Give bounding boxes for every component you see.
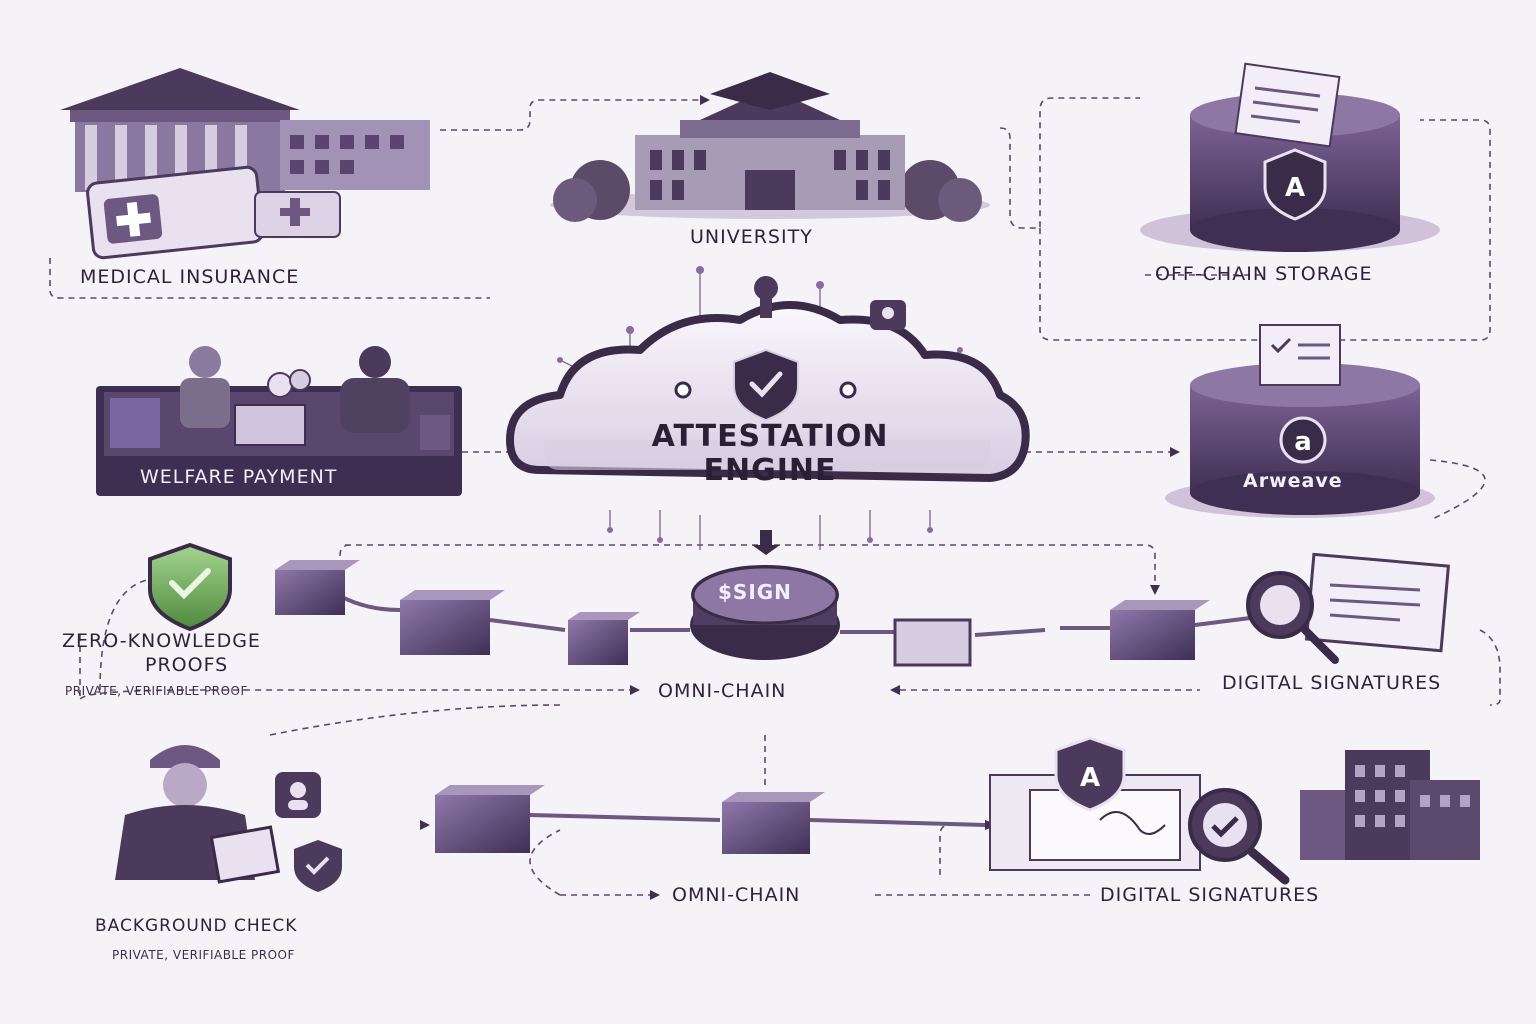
background-check-label: BACKGROUND CHECK — [95, 916, 298, 936]
welfare-payment-panel — [96, 346, 462, 496]
medical-insurance-illustration — [60, 68, 430, 260]
zk-proofs-title-line1: ZERO-KNOWLEDGE — [62, 630, 261, 652]
omni-chain-row-2 — [435, 785, 986, 854]
attestation-engine-title: ATTESTATION ENGINE — [560, 420, 980, 488]
digital-signatures-label-1: DIGITAL SIGNATURES — [1222, 672, 1442, 694]
digital-signatures-label-2: DIGITAL SIGNATURES — [1100, 884, 1320, 906]
location-pin-icon — [870, 300, 906, 330]
welfare-payment-label: WELFARE PAYMENT — [140, 466, 338, 488]
background-check-illustration — [115, 745, 342, 892]
block-cube — [400, 590, 505, 655]
block-cube — [275, 560, 360, 615]
block-cube — [435, 785, 545, 853]
block-cube — [568, 612, 640, 665]
block-cube — [1110, 600, 1210, 660]
arrow-heads — [420, 95, 1180, 900]
digital-signatures-illustration-1 — [1246, 552, 1451, 664]
arweave-label: Arweave — [1243, 470, 1343, 492]
university-illustration — [550, 72, 990, 222]
circuit-nodes — [557, 266, 963, 543]
connector-lines — [49, 97, 1501, 896]
attestation-engine-cloud — [506, 276, 1030, 555]
engine-title-line2: ENGINE — [703, 453, 837, 488]
omni-chain-label-1: OMNI-CHAIN — [658, 680, 787, 702]
zk-proofs-subtitle: PRIVATE, VERIFIABLE PROOF — [65, 684, 248, 698]
block-cube — [893, 618, 972, 667]
arweave-shield-icon: A — [1080, 763, 1100, 793]
block-cube — [722, 792, 825, 854]
omni-chain-label-2: OMNI-CHAIN — [672, 884, 801, 906]
zk-proofs-title-line2: PROOFS — [145, 654, 229, 676]
off-chain-storage-illustration: A — [1140, 62, 1440, 252]
sign-token-label: $SIGN — [718, 580, 792, 604]
arweave-logo-icon: a — [1294, 427, 1312, 457]
arweave-storage-illustration: a — [1165, 324, 1435, 518]
sign-token-coin — [690, 565, 840, 660]
off-chain-storage-label: OFF-CHAIN STORAGE — [1155, 263, 1373, 285]
background-check-subtitle: PRIVATE, VERIFIABLE PROOF — [112, 948, 295, 962]
arweave-a-icon: A — [1285, 173, 1305, 203]
medical-insurance-label: MEDICAL INSURANCE — [80, 266, 300, 288]
engine-title-line1: ATTESTATION — [651, 419, 889, 454]
university-label: UNIVERSITY — [690, 226, 813, 248]
omni-chain-row-1 — [275, 560, 1251, 667]
digital-signatures-illustration-2: A — [989, 736, 1480, 885]
zk-shield-icon — [148, 542, 232, 632]
